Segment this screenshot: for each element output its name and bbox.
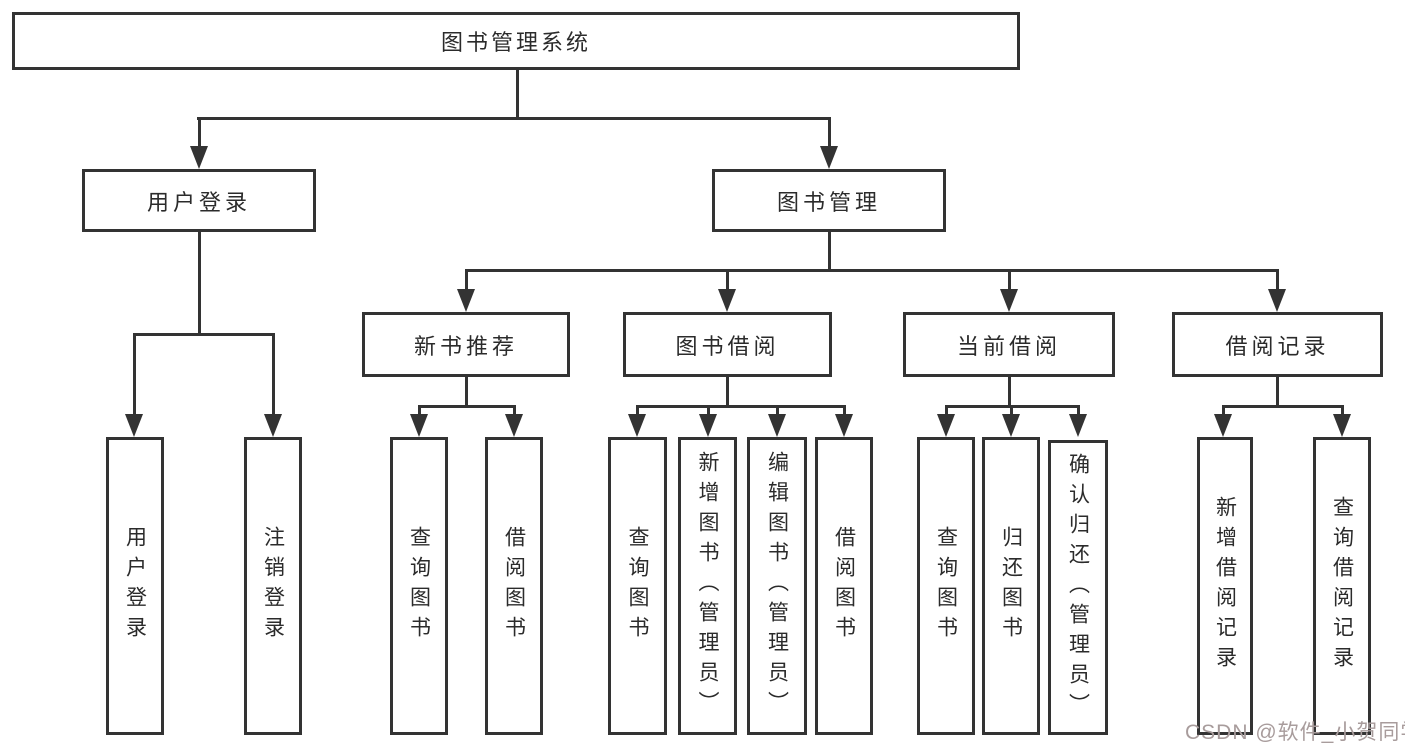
- leaf-add-borrow-record: 新增借阅记录: [1197, 437, 1253, 735]
- node-label: 图书管理系统: [440, 30, 591, 55]
- node-label: 新书推荐: [413, 333, 518, 359]
- node-root-library-management-system: 图书管理系统: [12, 12, 1020, 70]
- arrowhead: [628, 414, 646, 437]
- connector: [1222, 405, 1225, 416]
- leaf-query-books-borrowing: 查询图书: [608, 437, 667, 735]
- arrowhead: [820, 146, 838, 169]
- arrowhead: [457, 289, 475, 312]
- arrowhead: [1333, 414, 1351, 437]
- node-label: 借阅记录: [1225, 333, 1330, 359]
- connector: [198, 232, 201, 336]
- connector: [1222, 405, 1344, 408]
- csdn-watermark: CSDN @软件_小贺同学: [1185, 721, 1405, 744]
- arrowhead: [835, 414, 853, 437]
- node-label: 新增图书（管理员）: [696, 451, 719, 721]
- node-label: 用户登录: [123, 526, 147, 646]
- node-label: 注销登录: [261, 526, 285, 646]
- connector: [1276, 269, 1279, 291]
- connector: [1008, 269, 1011, 291]
- node-user-login: 用户登录: [82, 169, 316, 232]
- connector: [133, 333, 275, 336]
- leaf-query-books-current: 查询图书: [917, 437, 975, 735]
- leaf-return-books: 归还图书: [982, 437, 1040, 735]
- node-label: 用户登录: [146, 189, 251, 215]
- node-borrowing-records: 借阅记录: [1172, 312, 1383, 377]
- connector: [843, 405, 846, 416]
- connector: [418, 405, 421, 416]
- connector: [945, 405, 948, 416]
- node-label: 查询借阅记录: [1330, 496, 1354, 676]
- arrowhead: [1000, 289, 1018, 312]
- leaf-logout: 注销登录: [244, 437, 302, 735]
- node-book-borrowing: 图书借阅: [623, 312, 832, 377]
- connector: [828, 117, 831, 148]
- connector: [465, 269, 468, 291]
- node-book-management: 图书管理: [712, 169, 946, 232]
- connector: [516, 70, 519, 118]
- arrowhead: [190, 146, 208, 169]
- connector: [197, 117, 831, 120]
- arrowhead: [699, 414, 717, 437]
- node-label: 图书借阅: [675, 333, 780, 359]
- leaf-add-book-admin: 新增图书（管理员）: [678, 437, 737, 735]
- arrowhead: [264, 414, 282, 437]
- connector: [418, 405, 516, 408]
- node-label: 借阅图书: [832, 526, 856, 646]
- connector: [1008, 377, 1011, 408]
- node-label: 确认归还（管理员）: [1066, 452, 1090, 723]
- node-label: 图书管理: [776, 189, 881, 215]
- node-label: 归还图书: [999, 526, 1023, 646]
- arrowhead: [1002, 414, 1020, 437]
- connector: [636, 405, 639, 416]
- connector: [198, 117, 201, 148]
- arrowhead: [1069, 414, 1087, 437]
- arrowhead: [937, 414, 955, 437]
- node-label: 查询图书: [626, 526, 649, 646]
- connector: [636, 405, 846, 408]
- leaf-borrow-books-recommend: 借阅图书: [485, 437, 543, 735]
- connector: [1341, 405, 1344, 416]
- connector: [726, 377, 729, 408]
- node-label: 编辑图书（管理员）: [765, 451, 789, 721]
- node-label: 查询图书: [934, 526, 958, 646]
- connector: [707, 405, 710, 416]
- connector: [465, 377, 468, 408]
- leaf-user-login: 用户登录: [106, 437, 164, 735]
- arrowhead: [1268, 289, 1286, 312]
- connector: [272, 333, 275, 415]
- connector: [776, 405, 779, 416]
- connector: [726, 269, 729, 291]
- arrowhead: [768, 414, 786, 437]
- node-current-borrowing: 当前借阅: [903, 312, 1115, 377]
- leaf-borrow-books-borrowing: 借阅图书: [815, 437, 873, 735]
- connector: [1276, 377, 1279, 408]
- leaf-query-borrow-record: 查询借阅记录: [1313, 437, 1371, 735]
- connector: [513, 405, 516, 416]
- node-label: 查询图书: [407, 526, 431, 646]
- arrowhead: [1214, 414, 1232, 437]
- node-new-book-recommendation: 新书推荐: [362, 312, 570, 377]
- connector: [1077, 405, 1080, 416]
- connector: [465, 269, 1279, 272]
- connector: [828, 232, 831, 272]
- connector: [133, 333, 136, 415]
- arrowhead: [410, 414, 428, 437]
- arrowhead: [505, 414, 523, 437]
- leaf-query-books-recommend: 查询图书: [390, 437, 448, 735]
- arrowhead: [125, 414, 143, 437]
- connector: [1010, 405, 1013, 416]
- node-label: 新增借阅记录: [1213, 496, 1237, 676]
- arrowhead: [718, 289, 736, 312]
- node-label: 当前借阅: [956, 333, 1061, 359]
- leaf-confirm-return-admin: 确认归还（管理员）: [1048, 440, 1108, 735]
- leaf-edit-book-admin: 编辑图书（管理员）: [747, 437, 807, 735]
- node-label: 借阅图书: [502, 526, 526, 646]
